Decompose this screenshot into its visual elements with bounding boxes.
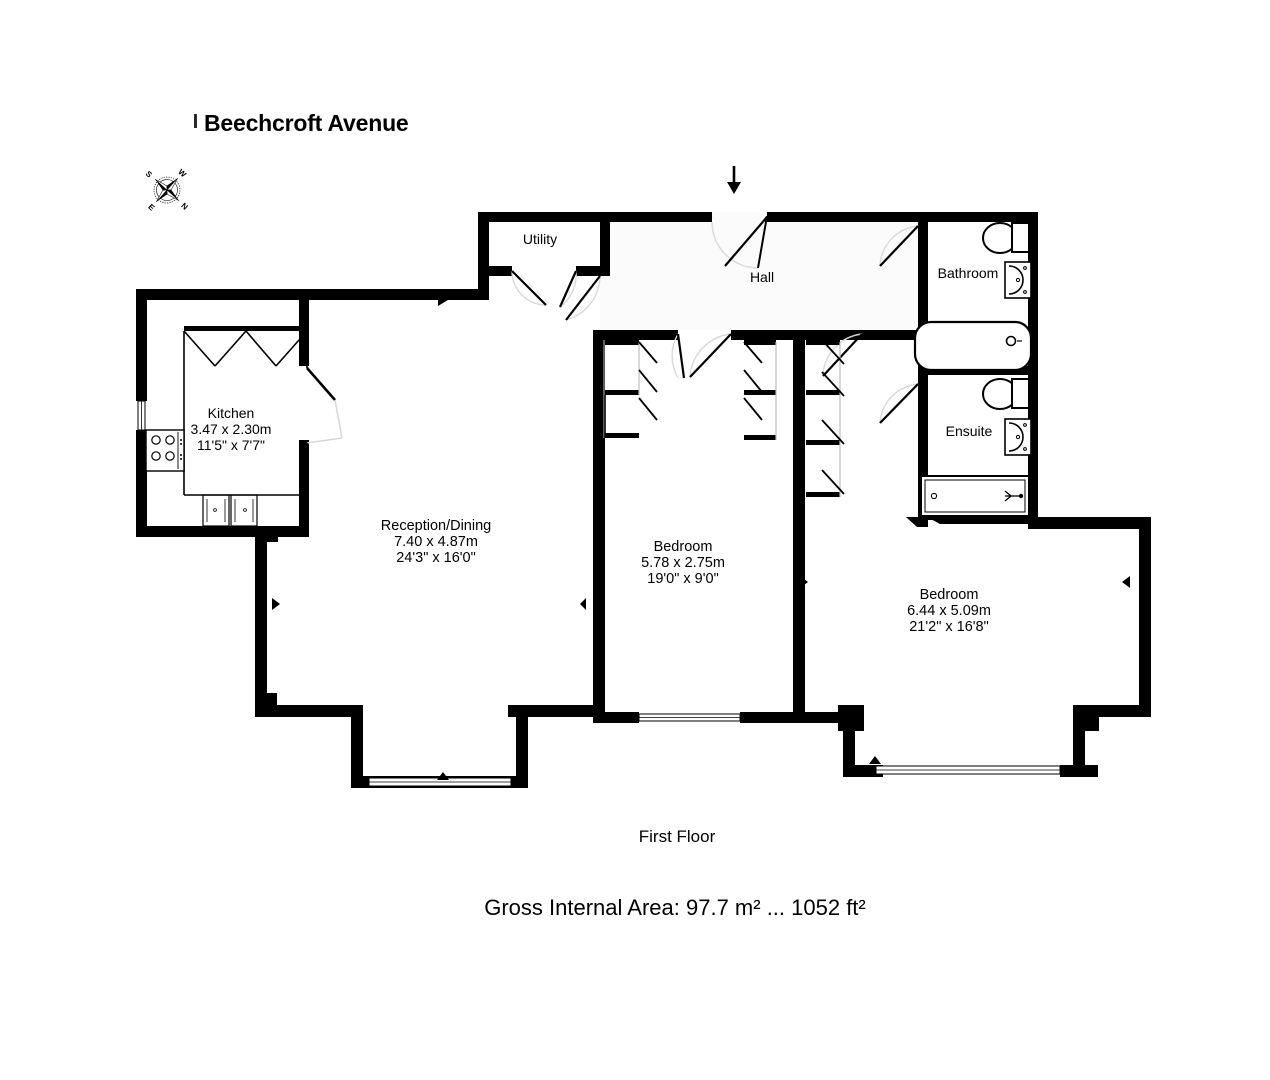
room-name: Ensuite — [945, 423, 993, 439]
room-label-hall: Hall — [750, 269, 774, 285]
svg-text:W: W — [176, 167, 188, 179]
gross-internal-area-text: Gross Internal Area: 97.7 m² ... 1052 ft… — [484, 895, 866, 920]
room-label-bedroom-2: Bedroom 6.44 x 5.09m 21'2" x 16'8" — [907, 587, 991, 635]
room-dimensions-imperial: 11'5" x 7'7" — [197, 437, 265, 453]
view-direction-markers — [272, 292, 1130, 780]
room-label-kitchen: Kitchen 3.47 x 2.30m 11'5" x 7'7" — [191, 405, 272, 453]
room-name: Kitchen — [207, 405, 255, 421]
gross-internal-area-caption: Gross Internal Area: 97.7 m² ... 1052 ft… — [0, 895, 1270, 921]
svg-text:E: E — [146, 202, 156, 213]
room-label-utility: Utility — [523, 231, 557, 247]
floor-caption-text: First Floor — [638, 827, 716, 846]
room-name: Reception/Dining — [380, 518, 492, 534]
kitchen-base-units-icon — [184, 494, 307, 527]
room-label-reception-dining: Reception/Dining 7.40 x 4.87m 24'3" x 16… — [381, 518, 491, 566]
room-dimensions-metric: 7.40 x 4.87m — [394, 534, 478, 550]
room-dimensions-metric: 5.78 x 2.75m — [641, 555, 725, 571]
room-name: Utility — [522, 231, 558, 247]
room-dimensions-metric: 6.44 x 5.09m — [907, 603, 991, 619]
room-name: Bedroom — [653, 539, 713, 555]
toilet-icon — [982, 222, 1030, 254]
room-dimensions-imperial: 21'2" x 16'8" — [909, 619, 989, 635]
built-in-wardrobe-icon — [603, 340, 658, 438]
built-in-wardrobe-icon — [743, 340, 777, 440]
room-dimensions-imperial: 19'0" x 9'0" — [647, 571, 719, 587]
hall-floor-fill — [600, 212, 918, 336]
compass-rose-icon: W E S N — [144, 167, 190, 213]
door-symbols — [511, 215, 919, 424]
room-dimensions-metric: 3.47 x 2.30m — [190, 421, 272, 437]
svg-text:S: S — [144, 169, 154, 180]
page-title: Beechcroft Avenue — [204, 110, 409, 136]
room-name: Hall — [749, 269, 775, 285]
floor-caption: First Floor — [0, 827, 1270, 847]
title-bullet-icon — [194, 114, 197, 128]
room-name: Bedroom — [919, 587, 979, 603]
room-label-bedroom-1: Bedroom 5.78 x 2.75m 19'0" x 9'0" — [641, 539, 725, 587]
entrance-arrow-icon — [727, 166, 741, 194]
kitchen-counter-edge — [306, 367, 343, 495]
shower-bath-icon — [920, 475, 1030, 517]
built-in-wardrobe-icon — [806, 339, 845, 497]
toilet-icon — [982, 378, 1030, 410]
wall-structure — [136, 212, 1151, 788]
kitchen-hob-icon — [145, 429, 185, 472]
room-label-bathroom: Bathroom — [938, 265, 999, 281]
washbasin-icon — [1004, 418, 1032, 456]
room-dimensions-imperial: 24'3" x 16'0" — [396, 550, 476, 566]
washbasin-icon — [1004, 261, 1032, 299]
room-label-ensuite: Ensuite — [946, 423, 993, 439]
bathtub-icon — [913, 320, 1033, 372]
svg-text:N: N — [179, 201, 189, 212]
window-openings — [137, 400, 1061, 787]
room-name: Bathroom — [937, 265, 999, 281]
